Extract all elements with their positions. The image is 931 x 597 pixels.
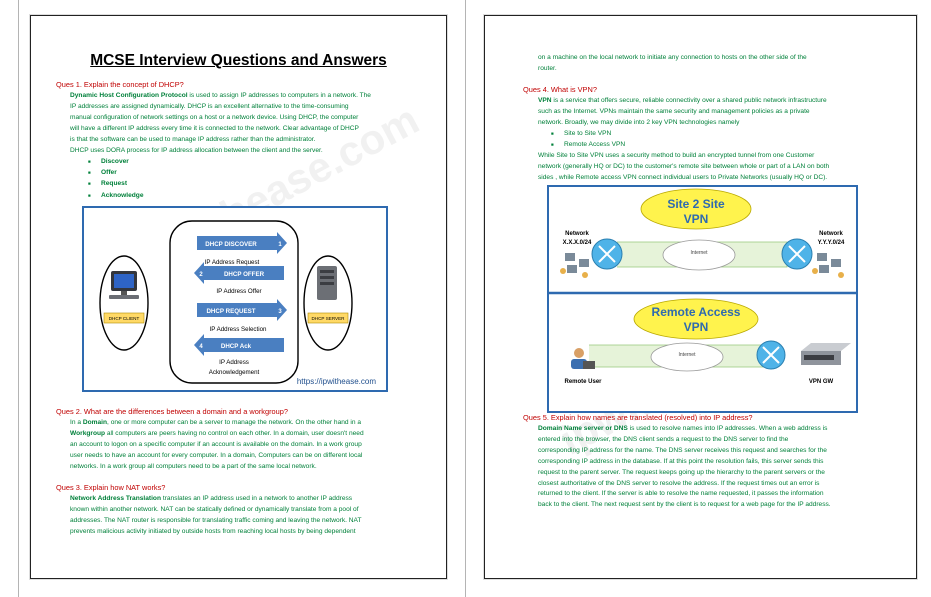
answer-5-term: Domain Name server or DNS <box>538 425 628 432</box>
vpn-types-list: Site to Site VPN Remote Access VPN <box>551 128 625 151</box>
arrow-right-icon <box>197 299 287 321</box>
internet-label-2: Internet <box>679 352 697 358</box>
step-4-desc: IP Address <box>219 359 249 366</box>
left-divider <box>18 0 19 597</box>
vpn-gateway-icon <box>801 343 851 365</box>
internet-label-1: Internet <box>691 250 709 256</box>
s2s-title-2: VPN <box>684 212 709 226</box>
lan-hosts-icon <box>560 253 589 278</box>
network-2-subnet: Y.Y.Y.0/24 <box>818 240 845 246</box>
step-3-label: DHCP REQUEST <box>206 308 255 315</box>
question-5: Ques 5. Explain how names are translated… <box>523 413 753 422</box>
arrow-left-icon <box>194 334 284 356</box>
answer-3: Network Address Translation translates a… <box>70 495 362 535</box>
step-2-number: 2 <box>199 272 203 278</box>
document-page-left: ipwithease.com MCSE Interview Questions … <box>30 15 447 579</box>
remote-user-label: Remote User <box>564 379 602 385</box>
list-item: Offer <box>88 167 144 178</box>
answer-4: VPN is a service that offers secure, rel… <box>538 97 827 126</box>
step-1-label: DHCP DISCOVER <box>205 241 257 248</box>
network-1-label: Network <box>565 231 589 237</box>
step-1-number: 1 <box>278 242 282 248</box>
step-2-desc: IP Address Offer <box>216 288 261 295</box>
question-2: Ques 2. What are the differences between… <box>56 407 288 416</box>
list-item: Site to Site VPN <box>551 128 625 139</box>
list-item: Discover <box>88 156 144 167</box>
lan-hosts-icon <box>812 253 844 278</box>
document-title: MCSE Interview Questions and Answers <box>90 52 387 69</box>
step-3-desc: IP Address Selection <box>210 326 268 333</box>
dhcp-server-label: DHCP SERVER <box>311 316 345 321</box>
center-divider <box>465 0 466 597</box>
step-4-desc-2: Acknowledgement <box>209 369 260 376</box>
step-4-number: 4 <box>199 344 203 350</box>
list-item: Remote Access VPN <box>551 139 625 150</box>
answer-1-term: Dynamic Host Configuration Protocol <box>70 92 188 99</box>
network-1-subnet: X.X.X.0/24 <box>563 240 592 246</box>
computer-icon <box>109 271 139 299</box>
list-item: Request <box>88 178 144 189</box>
arrow-left-icon <box>194 262 284 284</box>
figure-url: https://ipwithease.com <box>297 377 376 386</box>
dhcp-dora-figure: DHCP CLIENT DHCP SERVER DHCP DISCOVER 1 … <box>82 206 388 392</box>
s2s-title-1: Site 2 Site <box>667 197 725 211</box>
step-1-desc: IP Address Request <box>205 259 260 266</box>
question-1: Ques 1. Explain the concept of DHCP? <box>56 80 184 89</box>
question-4: Ques 4. What is VPN? <box>523 85 597 94</box>
answer-3-term: Network Address Translation <box>70 495 161 502</box>
step-3-number: 3 <box>278 309 282 315</box>
answer-1: Dynamic Host Configuration Protocol is u… <box>70 92 371 154</box>
remote-user-icon <box>571 348 595 369</box>
arrow-right-icon <box>197 232 287 254</box>
vpn-gw-label: VPN GW <box>809 379 834 385</box>
step-4-label: DHCP Ack <box>221 343 252 350</box>
answer-4-detail: While Site to Site VPN uses a security m… <box>538 152 830 181</box>
answer-2: In a Domain, one or more computer can be… <box>70 419 364 470</box>
vpn-figure: Site 2 Site VPN Internet Network X.X.X.0… <box>547 185 858 413</box>
dora-list: Discover Offer Request Acknowledge <box>88 156 144 201</box>
answer-3-continued: on a machine on the local network to ini… <box>538 54 807 72</box>
question-3: Ques 3. Explain how NAT works? <box>56 483 166 492</box>
answer-5: Domain Name server or DNS is used to res… <box>538 425 831 509</box>
site-to-site-section: Site 2 Site VPN Internet Network X.X.X.0… <box>560 188 845 278</box>
list-item: Acknowledge <box>88 190 144 201</box>
answer-4-term: VPN <box>538 97 552 104</box>
remote-access-section: Remote Access VPN Internet Remote User <box>564 298 851 385</box>
server-icon <box>317 266 337 300</box>
document-page-right: ipwithease.com on a machine on the local… <box>484 15 917 579</box>
step-2-label: DHCP OFFER <box>224 271 265 278</box>
ra-title-1: Remote Access <box>652 305 741 319</box>
network-2-label: Network <box>819 231 843 237</box>
ra-title-2: VPN <box>684 320 709 334</box>
dhcp-client-label: DHCP CLIENT <box>109 316 140 321</box>
